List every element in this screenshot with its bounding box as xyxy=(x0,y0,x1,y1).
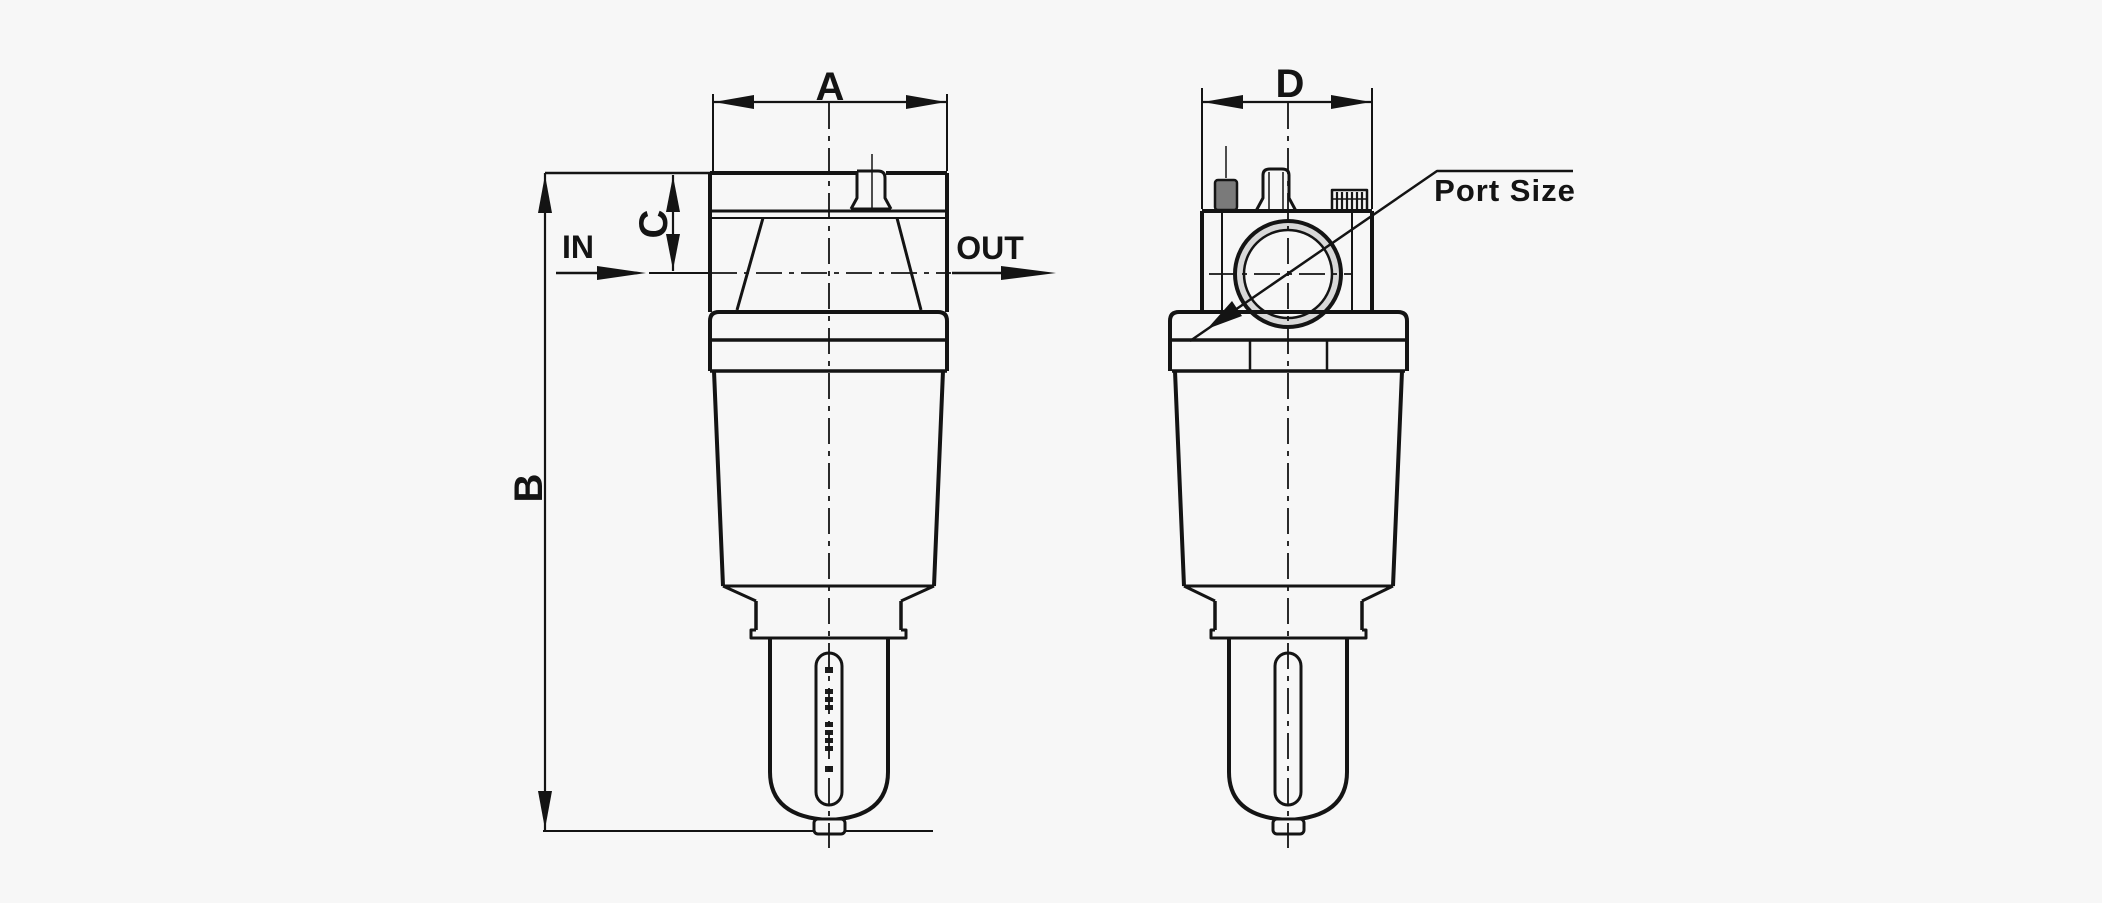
knurl-stripes xyxy=(1335,192,1364,209)
arrowhead-right-icon xyxy=(1331,95,1371,109)
flange-upper-band xyxy=(708,310,949,340)
arrowhead-left-icon xyxy=(1203,95,1243,109)
flange-lower-sides xyxy=(708,340,949,371)
outlet-label: OUT xyxy=(956,230,1024,266)
port-size-callout: Port Size xyxy=(1189,169,1576,343)
center-stub-outline xyxy=(1254,167,1298,212)
collar-sides xyxy=(754,601,903,630)
port-size-label: Port Size xyxy=(1434,173,1576,208)
side-view-body xyxy=(708,103,951,848)
dimension-b: B xyxy=(507,173,933,832)
leader-arrowhead-icon xyxy=(1207,301,1242,329)
dimension-label-a: A xyxy=(816,65,845,109)
arrowhead-left-icon xyxy=(714,95,754,109)
inlet-arrowhead-icon xyxy=(597,266,646,280)
flange-plate-dividers xyxy=(1248,341,1329,371)
dimension-label-c: C xyxy=(632,210,676,239)
arrowhead-down-icon xyxy=(666,234,680,270)
outlet-arrowhead-icon xyxy=(1001,266,1056,280)
dimension-label-d: D xyxy=(1276,62,1305,106)
adjust-knob-body xyxy=(1330,188,1369,213)
port-size-leader-line xyxy=(1189,169,1573,343)
bowl-sides xyxy=(712,370,945,587)
arrowhead-up-icon xyxy=(666,176,680,212)
inlet-label: IN xyxy=(562,229,594,265)
arrowhead-up-icon xyxy=(538,175,552,213)
dimension-c: C xyxy=(545,171,710,271)
collar-step xyxy=(749,628,908,640)
dimension-a-extension-lines xyxy=(712,94,948,171)
dimension-a: A xyxy=(712,65,948,171)
bowl-sides xyxy=(1173,370,1404,587)
center-stub-inner-lines xyxy=(1268,172,1284,209)
dimension-d-extension-lines xyxy=(1201,88,1373,209)
bowl-taper-lines xyxy=(1183,584,1394,603)
top-fitting xyxy=(849,154,893,211)
arrowhead-down-icon xyxy=(538,791,552,829)
adjust-knob-knurled xyxy=(1330,188,1369,213)
dimension-label-b: B xyxy=(507,474,551,503)
top-fitting-outline xyxy=(849,169,893,211)
head-outline xyxy=(708,171,949,312)
arrowhead-right-icon xyxy=(906,95,946,109)
collar-sides xyxy=(1213,601,1364,630)
side-view: A B C IN OUT xyxy=(507,65,1056,848)
dimension-d: D xyxy=(1201,62,1373,209)
flange-lower-sides xyxy=(1168,340,1409,371)
flange-upper-band xyxy=(1168,310,1409,340)
vent-knob xyxy=(1213,178,1239,212)
front-view: D xyxy=(1168,62,1576,848)
internal-funnel-lines xyxy=(735,217,923,311)
top-fittings xyxy=(1213,146,1369,213)
collar-step xyxy=(1209,628,1368,640)
flow-outlet: OUT xyxy=(952,230,1056,280)
bowl-taper-lines xyxy=(722,584,935,603)
flow-inlet: IN xyxy=(556,229,709,280)
